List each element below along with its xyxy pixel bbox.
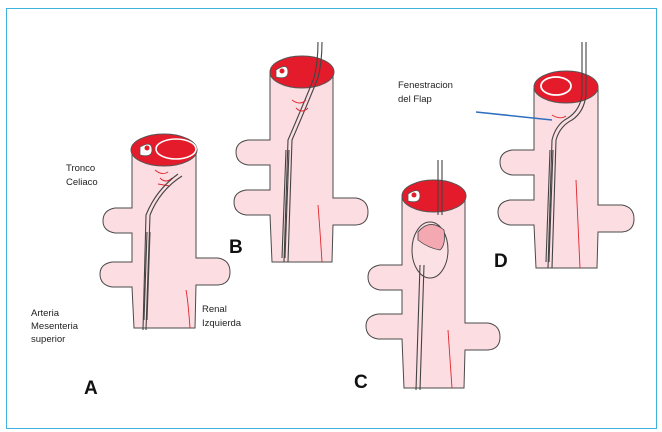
label-arteria: Arteria — [31, 308, 59, 320]
label-mesenteria: Mesenteria — [31, 321, 78, 333]
panel-label-d: D — [494, 251, 508, 273]
label-fenestracion: Fenestracion — [398, 80, 453, 92]
label-izquierda: Izquierda — [202, 318, 241, 330]
aorta-panel-c — [366, 160, 500, 390]
panel-label-a: A — [84, 378, 98, 400]
aorta-panel-a — [100, 134, 230, 330]
panel-label-b: B — [229, 237, 243, 259]
label-celiaco: Celiaco — [66, 177, 98, 189]
label-renal: Renal — [202, 304, 227, 316]
aorta-panel-b — [234, 42, 368, 262]
aorta-panel-d — [476, 42, 634, 268]
panel-label-c: C — [354, 372, 368, 394]
label-superior: superior — [31, 334, 65, 346]
label-del-flap: del Flap — [398, 94, 432, 106]
label-tronco: Tronco — [66, 163, 95, 175]
